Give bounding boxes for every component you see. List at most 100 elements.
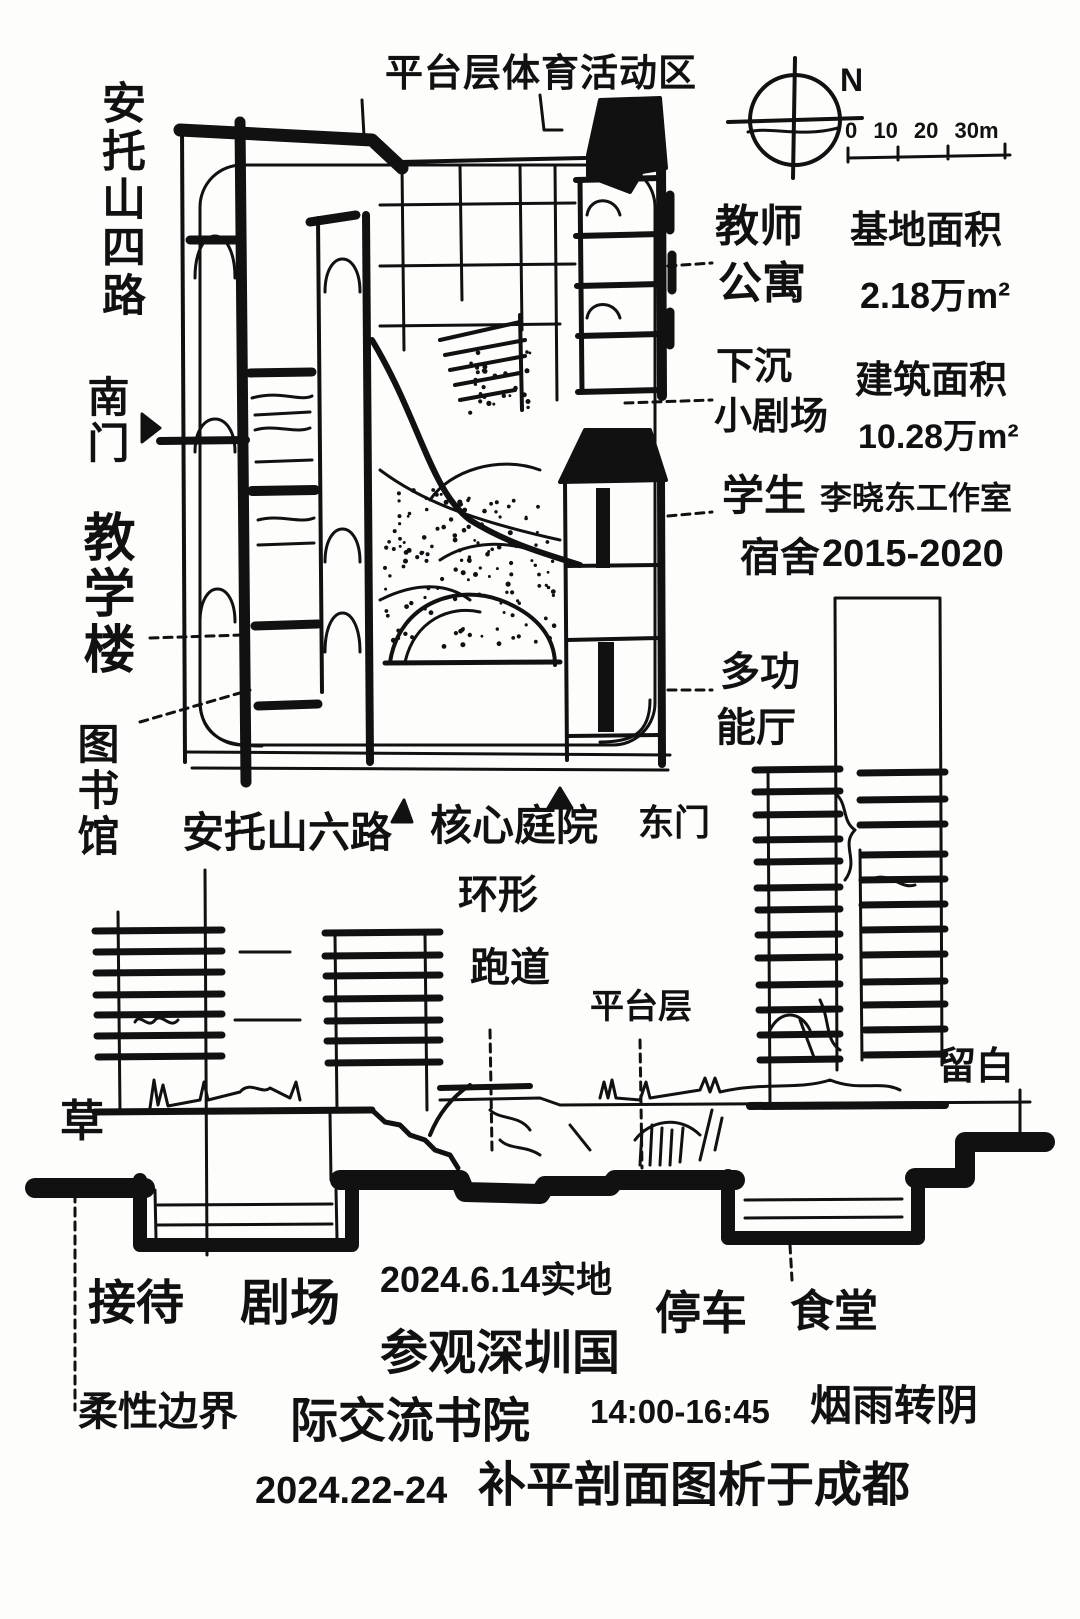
visit-place-note-2: 际交流书院 xyxy=(290,1395,531,1448)
teacher-apartment-bays xyxy=(665,190,677,350)
lawn-label: 草 xyxy=(60,1097,104,1146)
compass-axis-ew xyxy=(726,116,864,124)
courtyard-base xyxy=(382,659,563,666)
stipple-dot xyxy=(385,613,390,618)
weather-note: 烟雨转阴 xyxy=(810,1382,979,1429)
stipple-dot xyxy=(390,637,397,643)
visit-place-note-1: 参观深圳国 xyxy=(380,1327,621,1380)
stipple-dot xyxy=(475,365,480,370)
stipple-dot xyxy=(496,641,502,647)
stipple-dot xyxy=(482,508,487,514)
south-gate-arrow-icon xyxy=(140,412,162,444)
courtyard-arch-inner xyxy=(403,608,482,664)
stipple-dot xyxy=(439,492,443,496)
stipple-dot xyxy=(440,576,445,582)
stipple-dot xyxy=(516,599,520,603)
stipple-dot xyxy=(406,514,410,518)
stipple-dot xyxy=(517,601,521,605)
stipple-dot xyxy=(547,635,552,641)
south-edge-2 xyxy=(190,766,670,772)
stipple-dot xyxy=(551,593,556,598)
stipple-dot xyxy=(396,491,401,496)
stipple-dot xyxy=(498,515,502,519)
floor-slab-3 xyxy=(247,485,320,496)
stipple-dot xyxy=(478,399,483,404)
stipple-dot xyxy=(494,510,498,514)
stipple-dot xyxy=(482,364,488,370)
stipple-dot xyxy=(476,541,480,545)
leader-sunken-theater xyxy=(623,398,714,405)
scale-bar xyxy=(846,142,1012,164)
stipple-dot xyxy=(513,385,518,391)
stipple-dot xyxy=(526,405,530,410)
stepped-landscape xyxy=(369,1107,461,1171)
stair-squiggles xyxy=(488,1108,592,1157)
tower-east-structure xyxy=(766,596,944,1107)
stipple-dot xyxy=(545,540,550,544)
stipple-dot xyxy=(415,555,420,560)
theater-label: 剧场 xyxy=(240,1275,340,1331)
stipple-dot xyxy=(482,368,488,374)
sunken-theater-steps xyxy=(438,313,527,412)
stipple-dot xyxy=(406,547,412,553)
stipple-dot xyxy=(461,527,467,533)
floor-slab-2 xyxy=(245,367,317,378)
stipple-dot xyxy=(426,586,431,591)
visit-time-note: 14:00-16:45 xyxy=(590,1393,770,1430)
stipple-dot xyxy=(403,631,408,636)
stipple-dot xyxy=(524,368,530,374)
platform-grid-horizontal xyxy=(378,201,577,328)
stipple-dot xyxy=(546,570,550,574)
ramp-curve xyxy=(428,1083,472,1137)
stipple-dot xyxy=(494,500,499,505)
stipple-dot xyxy=(524,623,528,627)
sunken-theater-label-1: 下沉 xyxy=(716,346,793,388)
stipple-dot xyxy=(423,595,427,600)
basement-west-floors xyxy=(153,1188,339,1240)
site-area-value: 2.18万m² xyxy=(860,275,1011,316)
stipple-dot xyxy=(550,589,556,594)
road-south-label: 安托山六路 xyxy=(182,809,393,856)
parking-label: 停车 xyxy=(655,1287,747,1339)
section-drawing xyxy=(25,596,1055,1412)
trees-hatch xyxy=(633,1108,724,1167)
stipple-dot xyxy=(404,604,409,609)
between-towers-dashes xyxy=(233,950,302,1022)
stipple-dot xyxy=(530,559,534,563)
stipple-dot xyxy=(458,628,463,634)
platform-label: 平台层 xyxy=(590,988,692,1026)
south-gate-entry xyxy=(156,436,250,445)
stipple-dot xyxy=(533,639,538,644)
canteen-label: 食堂 xyxy=(790,1287,878,1336)
stipple-dot xyxy=(424,507,429,512)
soft-boundary-label: 柔性边界 xyxy=(78,1390,238,1434)
stipple-dot xyxy=(474,381,477,385)
tower-west-glyph xyxy=(133,1016,180,1025)
stipple-dot xyxy=(473,572,478,577)
stipple-dot xyxy=(397,514,402,519)
leader-platform xyxy=(638,1038,644,1170)
dormitory-west-wall xyxy=(563,480,569,762)
tower-east-base xyxy=(746,1101,949,1110)
stipple-dot xyxy=(457,548,462,553)
stipple-dot xyxy=(510,613,515,618)
leader-canteen xyxy=(788,1243,794,1282)
stipple-dot xyxy=(496,544,502,550)
west-texture xyxy=(250,393,316,547)
teaching-building-label: 教学楼 xyxy=(75,510,133,678)
stipple-dot xyxy=(384,545,389,550)
stipple-dot xyxy=(479,522,484,527)
visit-date-note: 2024.6.14实地 xyxy=(380,1259,613,1300)
tower-east-trees xyxy=(768,788,917,1062)
stipple-dot xyxy=(495,627,499,631)
tower-middle-structure xyxy=(328,933,429,1182)
arch-mid-3 xyxy=(323,611,362,654)
dormitory-core-2 xyxy=(598,642,614,732)
stipple-dot xyxy=(392,529,397,534)
stipple-dot xyxy=(428,610,434,616)
north-mark-2 xyxy=(538,93,564,132)
stipple-dot xyxy=(466,578,470,582)
corner-curve-sw xyxy=(198,698,264,748)
